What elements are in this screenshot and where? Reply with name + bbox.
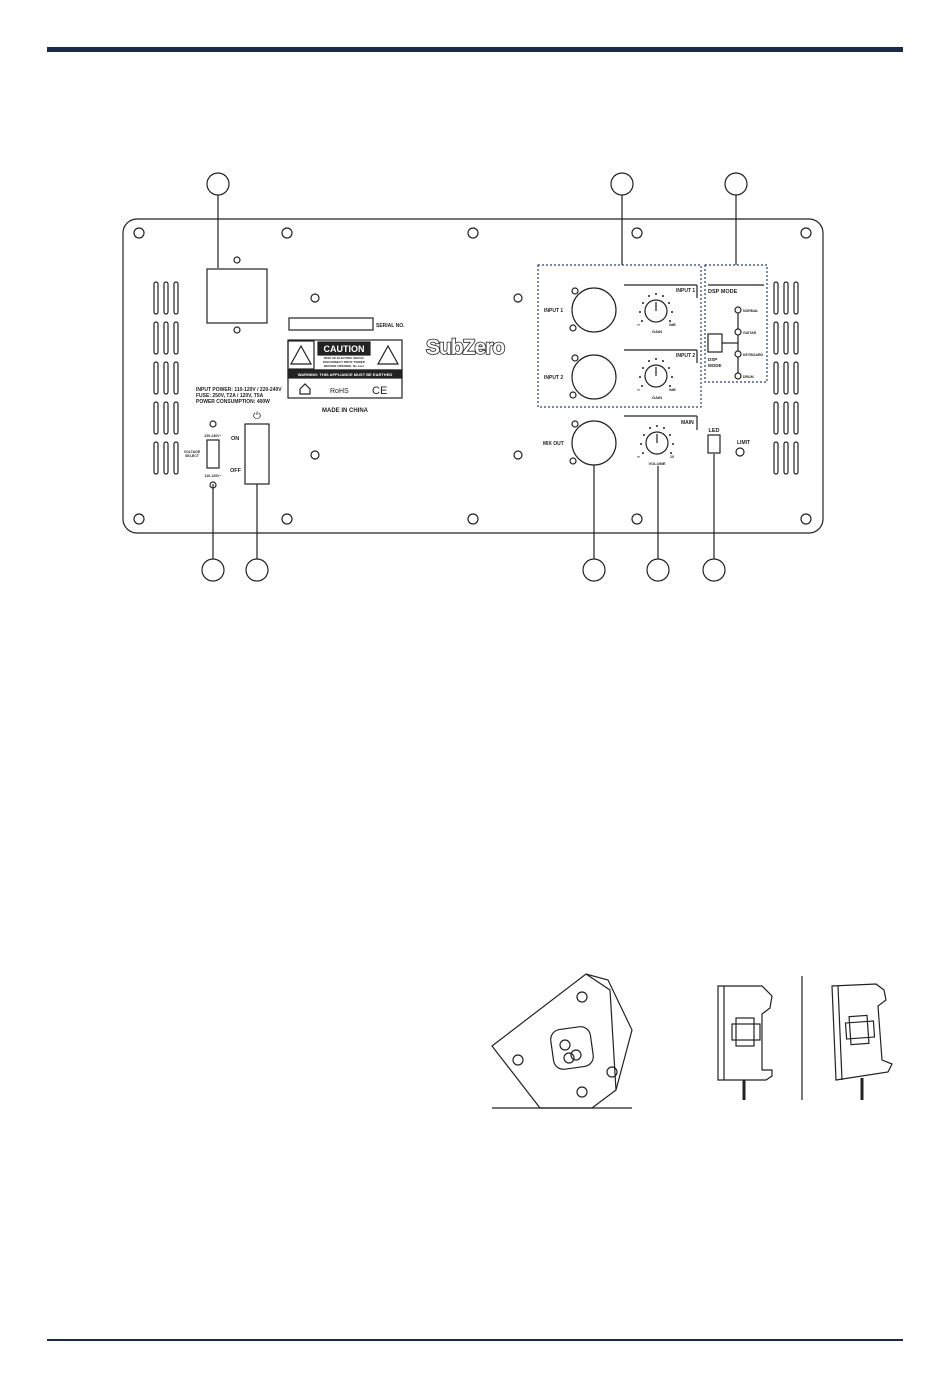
dsp-button-label-1: DSP [708,357,717,362]
power-inlet [206,256,268,334]
screw-holes [133,227,812,525]
power-switch [244,423,270,485]
caution-line-3: BEFORE OPENING. No user [324,364,365,368]
dsp-mode-drum: DRUM [743,375,754,379]
caution-warning: WARNING: THIS APPLIANCE MUST BE EARTHED [298,372,393,377]
left-vents [153,281,179,475]
dsp-mode-header: DSP MODE [708,289,738,295]
dsp-mode-control [707,306,742,380]
right-vents [773,281,799,475]
floor-monitor-illustration [491,973,633,1109]
power-symbol: ⏻ [253,411,261,422]
xlr-mix-out [569,420,617,466]
power-on-label: ON [231,436,239,442]
gain-1-label: GAIN [652,329,662,334]
led-indicator [707,434,721,454]
callout-markers [201,172,748,582]
volume-min: ∞ [637,454,640,459]
rohs-mark: RoHS [330,388,349,395]
voltage-bottom-label: 110-120V~ [204,474,221,478]
caution-line-1: RISK OF ELECTRIC SHOCK [324,356,365,360]
limit-indicator [735,447,745,457]
gain-2-min: ∞ [637,387,640,392]
pole-mount-illustration-1 [717,985,773,1100]
xlr-input-2 [569,354,617,400]
gain-knob-2 [639,358,673,388]
dsp-mode-normal: NORMAL [743,309,759,313]
ce-mark: CE [372,385,387,397]
input-2-label: INPUT 2 [544,375,563,381]
mix-out-label: MIX OUT [543,441,564,447]
caution-label [287,339,403,399]
made-in-label: MADE IN CHINA [322,408,369,414]
power-off-label: OFF [230,468,242,474]
pole-mount-illustration-2 [831,983,893,1100]
volume-knob [640,425,674,455]
gain-1-max: 0dB [669,323,676,327]
input-section-outline [537,264,702,408]
gain-1-min: ∞ [637,322,640,327]
main-header: MAIN [681,420,694,426]
caution-title: CAUTION [324,344,365,354]
volume-max: 10 [670,455,674,459]
voltage-selector [206,420,220,489]
input-1-label: INPUT 1 [544,308,563,314]
xlr-input-1 [569,287,617,333]
limit-label: LIMIT [737,440,750,446]
voltage-select-label-2: SELECT [185,454,200,458]
gain-knob-1 [639,293,673,323]
volume-label: VOLUME [648,461,665,466]
top-rule [47,47,903,52]
panel-outline [122,218,824,534]
power-info-line-1: INPUT POWER: 110-120V / 220-240V [196,387,282,393]
input-2-header: INPUT 2 [676,353,695,359]
caution-line-2: DISCONNECT INPUT POWER [323,360,366,364]
gain-2-label: GAIN [652,395,662,400]
serial-number-box [288,317,374,331]
brand-logo: SubZero [426,336,504,359]
power-info-line-3: POWER CONSUMPTION: 400W [196,399,270,405]
input-1-header: INPUT 1 [676,288,695,294]
led-label: LED [709,428,720,434]
gain-2-max: 0dB [669,388,676,392]
dsp-mode-keyboard: KEYBOARD [743,353,764,357]
serial-label: SERIAL NO. [376,323,405,329]
power-info-line-2: FUSE: 250V, T2A / 120V, T5A [196,393,264,399]
voltage-select-label-1: VOLTAGE [184,450,201,454]
dsp-section-outline [704,264,768,383]
bottom-rule [47,1339,903,1341]
voltage-top-label: 220-240V~ [204,434,221,438]
dsp-button-label-2: MODE [708,363,722,368]
dsp-mode-guitar: GUITAR [743,331,757,335]
